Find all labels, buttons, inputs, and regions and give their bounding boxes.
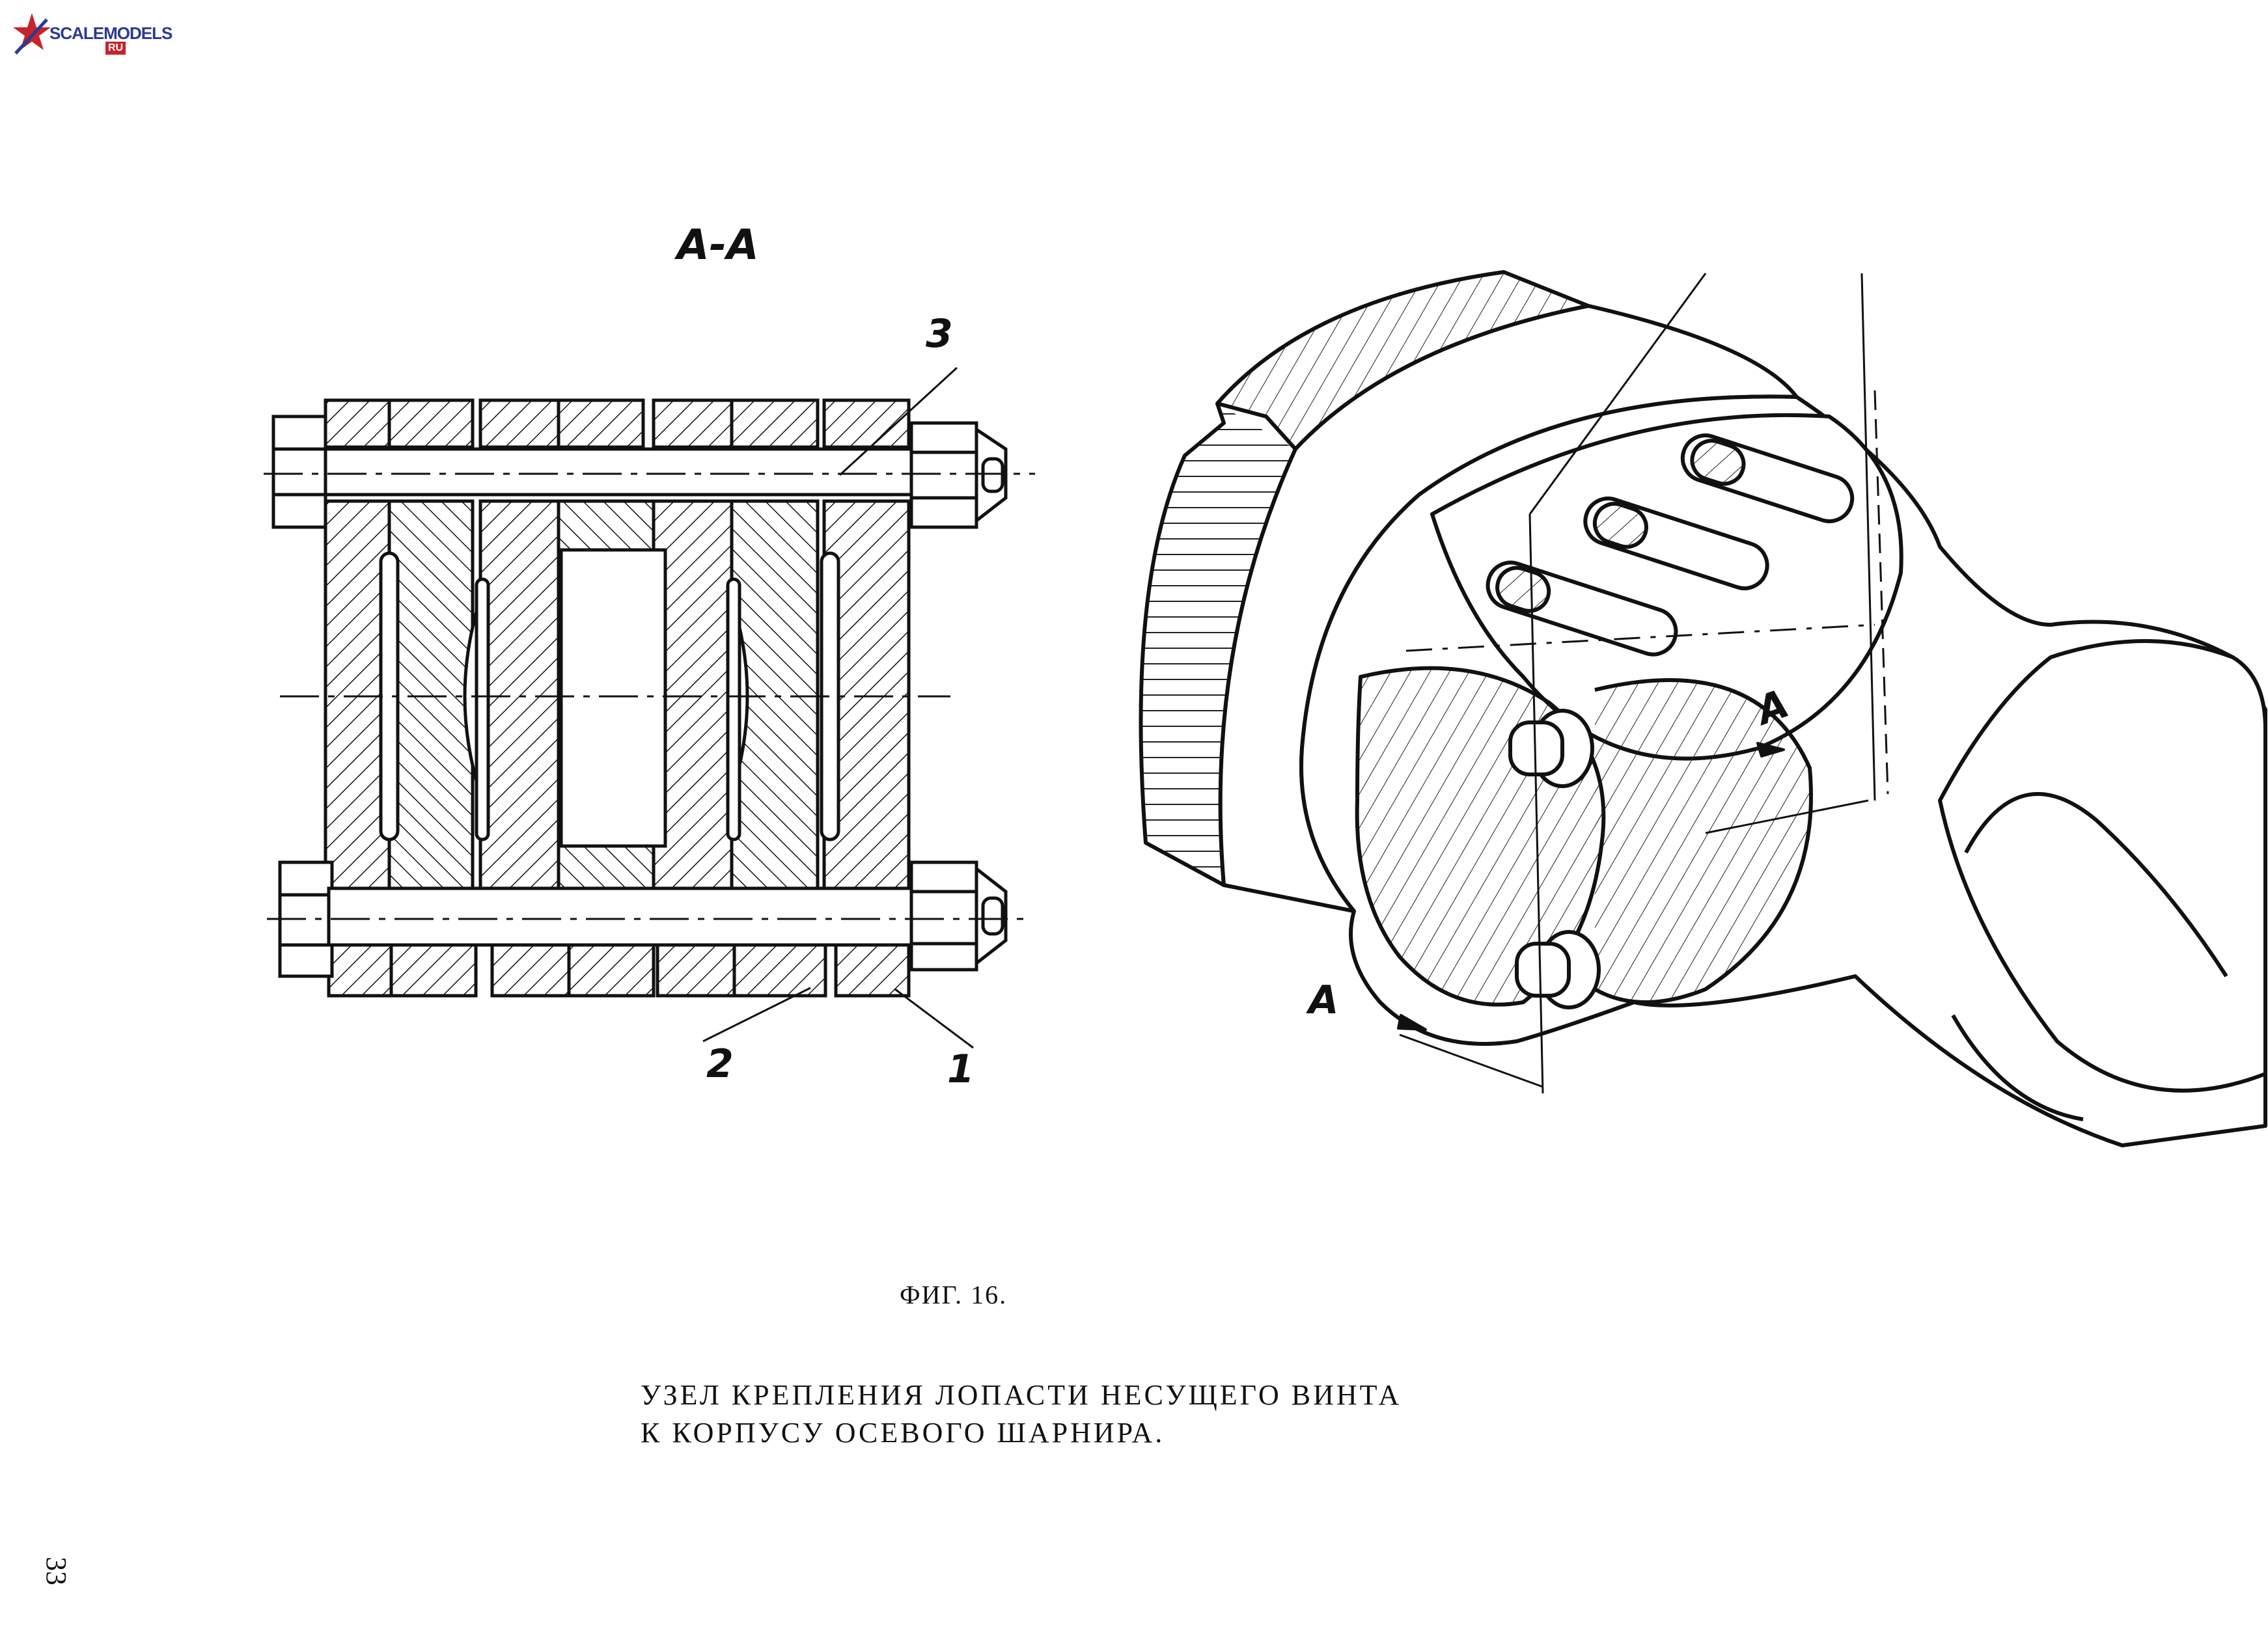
site-logo: SCALEMODELS RU xyxy=(9,8,173,60)
section-mark-left: А xyxy=(1308,978,1339,1023)
bottom-plate-row xyxy=(327,943,911,998)
star-plane-icon xyxy=(13,13,51,55)
section-view xyxy=(264,366,1035,1049)
slot-center-left xyxy=(475,577,490,841)
caption-line-2: К КОРПУСУ ОСЕВОГО ШАРНИРА. xyxy=(641,1417,1165,1449)
blade-arm xyxy=(1938,639,2267,1093)
blade-arm-lower-edge xyxy=(1951,1014,2084,1121)
figure-number: ФИГ. 16. xyxy=(900,1280,1008,1309)
leader-lines xyxy=(702,366,974,1049)
face-bolts xyxy=(1508,709,1601,1009)
central-window xyxy=(559,548,667,848)
logo-suffix: RU xyxy=(105,42,126,55)
center-lines xyxy=(264,472,1035,920)
callout-3: 3 xyxy=(926,311,953,357)
cuff-slots xyxy=(1486,433,1855,657)
slot-center-right xyxy=(726,577,741,841)
logo-text: SCALEMODELS xyxy=(49,23,173,43)
page-number: 33 xyxy=(40,1557,72,1585)
callout-1: 1 xyxy=(947,1046,975,1092)
top-bolt xyxy=(271,415,1008,529)
section-label: А-А xyxy=(677,221,759,269)
caption-line-1: УЗЕЛ КРЕПЛЕНИЯ ЛОПАСТИ НЕСУЩЕГО ВИНТА xyxy=(641,1379,1402,1411)
section-arrows xyxy=(1397,742,1785,1031)
blade-arm-edge xyxy=(1964,792,2228,978)
callout-2: 2 xyxy=(706,1041,734,1087)
top-plate-row xyxy=(324,398,911,449)
cutting-plane-lines xyxy=(1399,273,1889,1094)
blade-root-section xyxy=(1594,678,1813,1004)
perspective-view xyxy=(1139,270,2267,1147)
